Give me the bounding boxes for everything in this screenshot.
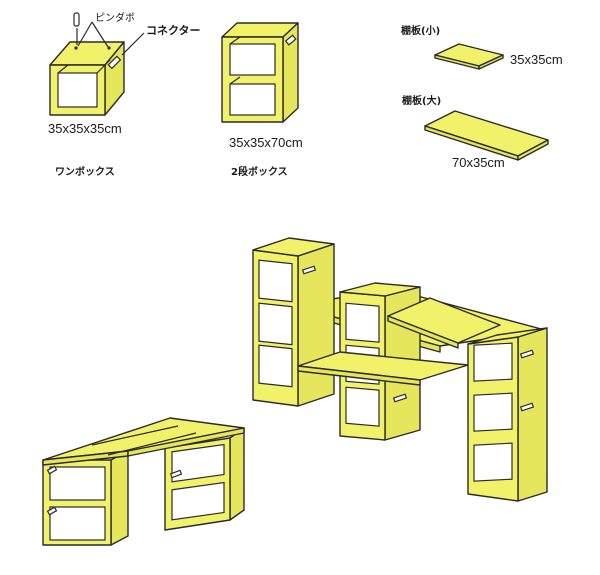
handle-hole-icon [284,34,297,46]
pin-dowel-label: ピンダボ [95,13,135,24]
shelf-small-dimension: 35x35cm [510,52,563,67]
handle-hole-icon [107,55,122,70]
shelf-assembly-illustration [252,237,548,502]
shelf-large-title: 棚板(大) [402,96,442,107]
two-box-caption: 2段ボックス [231,167,288,178]
one-box-dimension: 35x35x35cm [48,121,122,136]
two-box-illustration [221,22,299,123]
connector-label: コネクター [146,24,201,37]
shelf-large-illustration [424,110,549,161]
two-box-dimension: 35x35x70cm [229,135,303,150]
shelf-small-illustration [434,43,504,70]
one-box-caption: ワンボックス [55,167,115,178]
pin-dowel-icon [73,12,109,48]
connector-pointer [121,32,145,56]
one-box-illustration [49,41,125,116]
shelf-small-title: 棚板(小) [401,26,441,37]
desk-assembly-illustration [42,417,245,546]
shelf-large-dimension: 70x35cm [452,155,505,170]
